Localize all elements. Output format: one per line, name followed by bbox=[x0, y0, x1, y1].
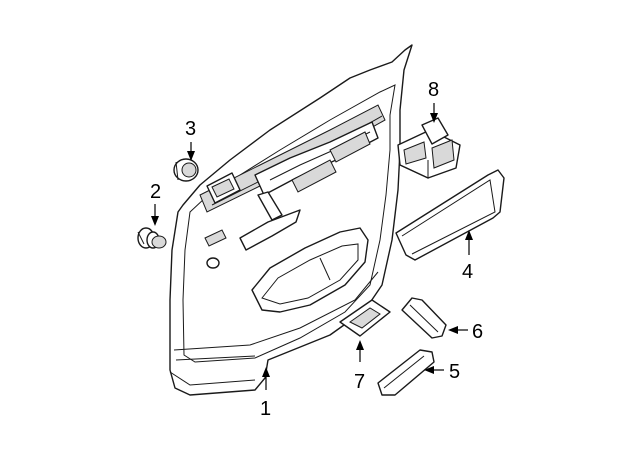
part-4-trim-strip[interactable] bbox=[395, 169, 505, 261]
callout-labels: 1 2 3 4 5 6 7 8 bbox=[150, 79, 483, 420]
callout-4: 4 bbox=[462, 261, 473, 283]
callout-8: 8 bbox=[428, 79, 439, 101]
callout-5: 5 bbox=[449, 361, 460, 383]
part-8-window-switch[interactable] bbox=[397, 117, 461, 179]
callout-3: 3 bbox=[185, 118, 196, 140]
part-2-push-pin-clip[interactable] bbox=[137, 227, 167, 249]
part-7-switch-bezel-plate[interactable] bbox=[339, 299, 391, 337]
part-1-door-trim-panel[interactable] bbox=[169, 44, 413, 396]
callout-6: 6 bbox=[472, 321, 483, 343]
leader-lines bbox=[151, 103, 473, 390]
callout-2: 2 bbox=[150, 181, 161, 203]
part-3-retainer-nut[interactable] bbox=[173, 158, 199, 182]
part-6-bezel-cover[interactable] bbox=[401, 297, 447, 339]
callout-7: 7 bbox=[354, 371, 365, 393]
callout-1: 1 bbox=[260, 398, 271, 420]
part-5-pull-cup-cover[interactable] bbox=[377, 349, 435, 396]
